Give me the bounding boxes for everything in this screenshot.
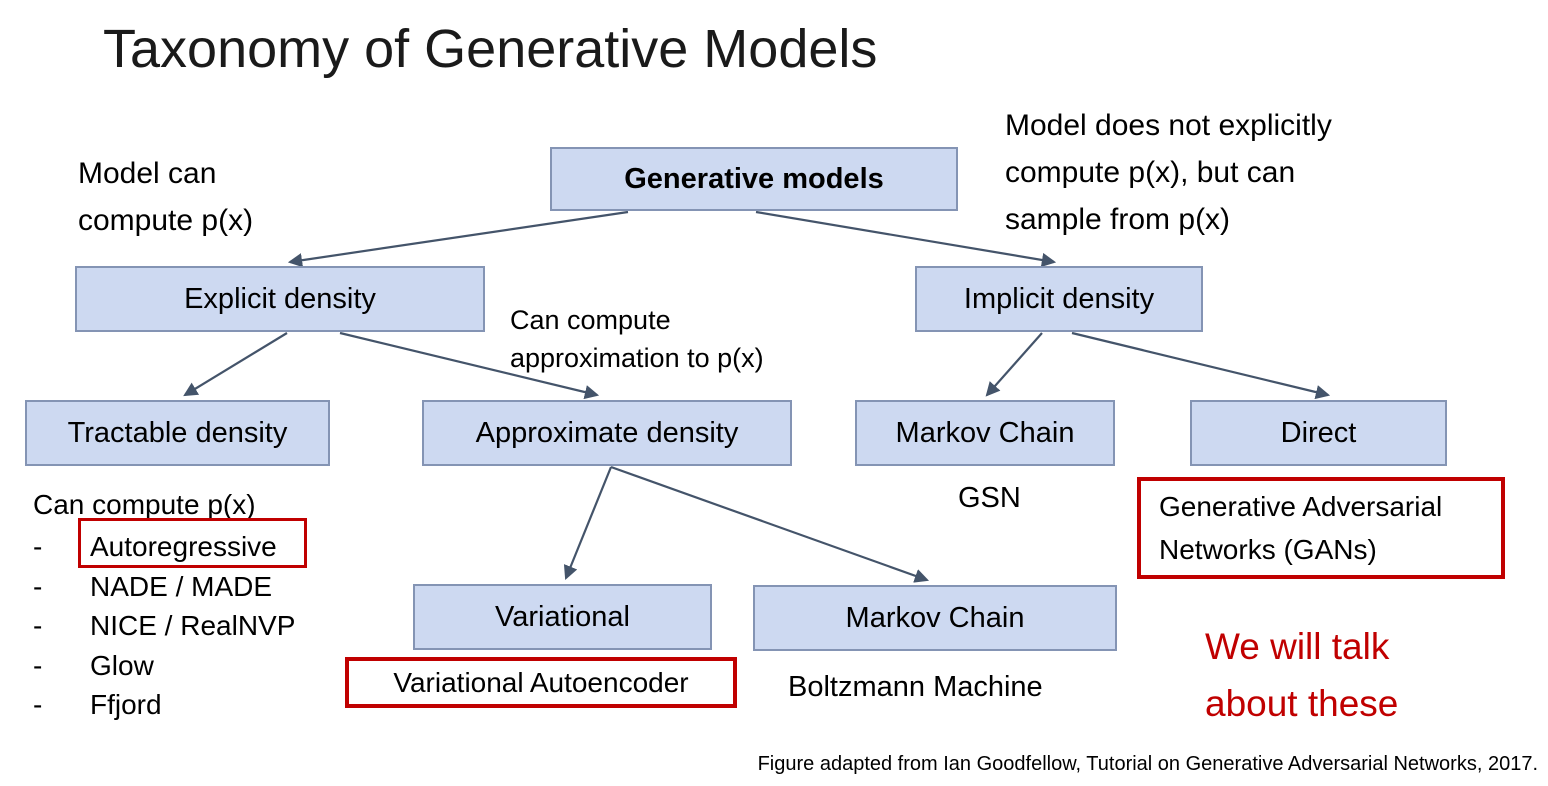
list-item-ffjord: - Ffjord [33,685,295,725]
edge-implicit-to-markov [985,332,1043,397]
list-item-label: Ffjord [90,689,162,720]
list-item-label: Glow [90,649,154,681]
edge-explicit-to-tractable [183,332,288,397]
list-item-autoregressive: - Autoregressive [33,527,295,567]
list-item-label: NADE / MADE [90,570,273,602]
node-implicit-density: Implicit density [915,266,1203,332]
label-boltzmann-machine: Boltzmann Machine [788,671,1043,703]
annotation-model-does-not-compute: Model does not explicitly compute p(x), … [1005,109,1332,236]
annotation-model-can-compute: Model can compute p(x) [78,157,254,237]
list-item-nice-realnvp: - NICE / RealNVP [33,606,295,646]
list-item-nade-made: - NADE / MADE [33,567,295,607]
node-markov-chain-top: Markov Chain [855,400,1115,466]
list-bullet: - [33,531,43,562]
label-variational-autoencoder: Variational Autoencoder [393,667,689,698]
node-label-generative-models: Generative models [624,162,884,195]
label-gans: Generative Adversarial Networks (GANs) [1159,491,1443,565]
node-label-explicit-density: Explicit density [184,282,376,315]
label-gsn: GSN [958,482,1021,514]
node-variational: Variational [413,584,712,650]
node-explicit-density: Explicit density [75,266,485,332]
node-approximate-density: Approximate density [422,400,792,466]
autoregressive-highlight-box [78,518,307,568]
slide-title: Taxonomy of Generative Models [103,19,878,79]
node-label-markov-chain-top: Markov Chain [895,416,1075,449]
list-bullet: - [33,649,43,681]
label-we-will-talk: We will talk about these [1205,626,1399,724]
list-item-label: Autoregressive [90,531,277,562]
node-label-implicit-density: Implicit density [963,282,1155,315]
node-label-tractable-density: Tractable density [67,416,288,449]
node-direct: Direct [1190,400,1447,466]
gans-highlight-box: Generative Adversarial Networks (GANs) [1137,477,1505,579]
list-bullet: - [33,570,43,602]
node-label-direct: Direct [1280,416,1357,449]
node-label-markov-chain-bottom: Markov Chain [845,601,1025,634]
list-bullet: - [33,610,43,641]
tractable-density-list: Can compute p(x) - Autoregressive - NADE… [33,488,295,725]
edge-implicit-to-direct [1071,331,1331,400]
node-markov-chain-bottom: Markov Chain [753,585,1117,651]
annotation-can-compute-approximation: Can compute approximation to p(x) [510,305,764,373]
node-tractable-density: Tractable density [25,400,330,466]
edge-generative-to-explicit [287,210,629,268]
list-item-glow: - Glow [33,646,295,686]
list-bullet: - [33,689,43,720]
edge-approximate-to-variational [563,466,613,580]
node-label-approximate-density: Approximate density [475,416,739,449]
vae-highlight-box: Variational Autoencoder [345,657,737,708]
figure-credit: Figure adapted from Ian Goodfellow, Tuto… [757,753,1538,775]
node-generative-models: Generative models [550,147,958,211]
list-item-label: NICE / RealNVP [90,610,296,641]
tractable-list-header: Can compute p(x) [33,489,256,520]
edge-approximate-to-markov-bottom [610,465,930,583]
node-label-variational: Variational [495,600,630,633]
